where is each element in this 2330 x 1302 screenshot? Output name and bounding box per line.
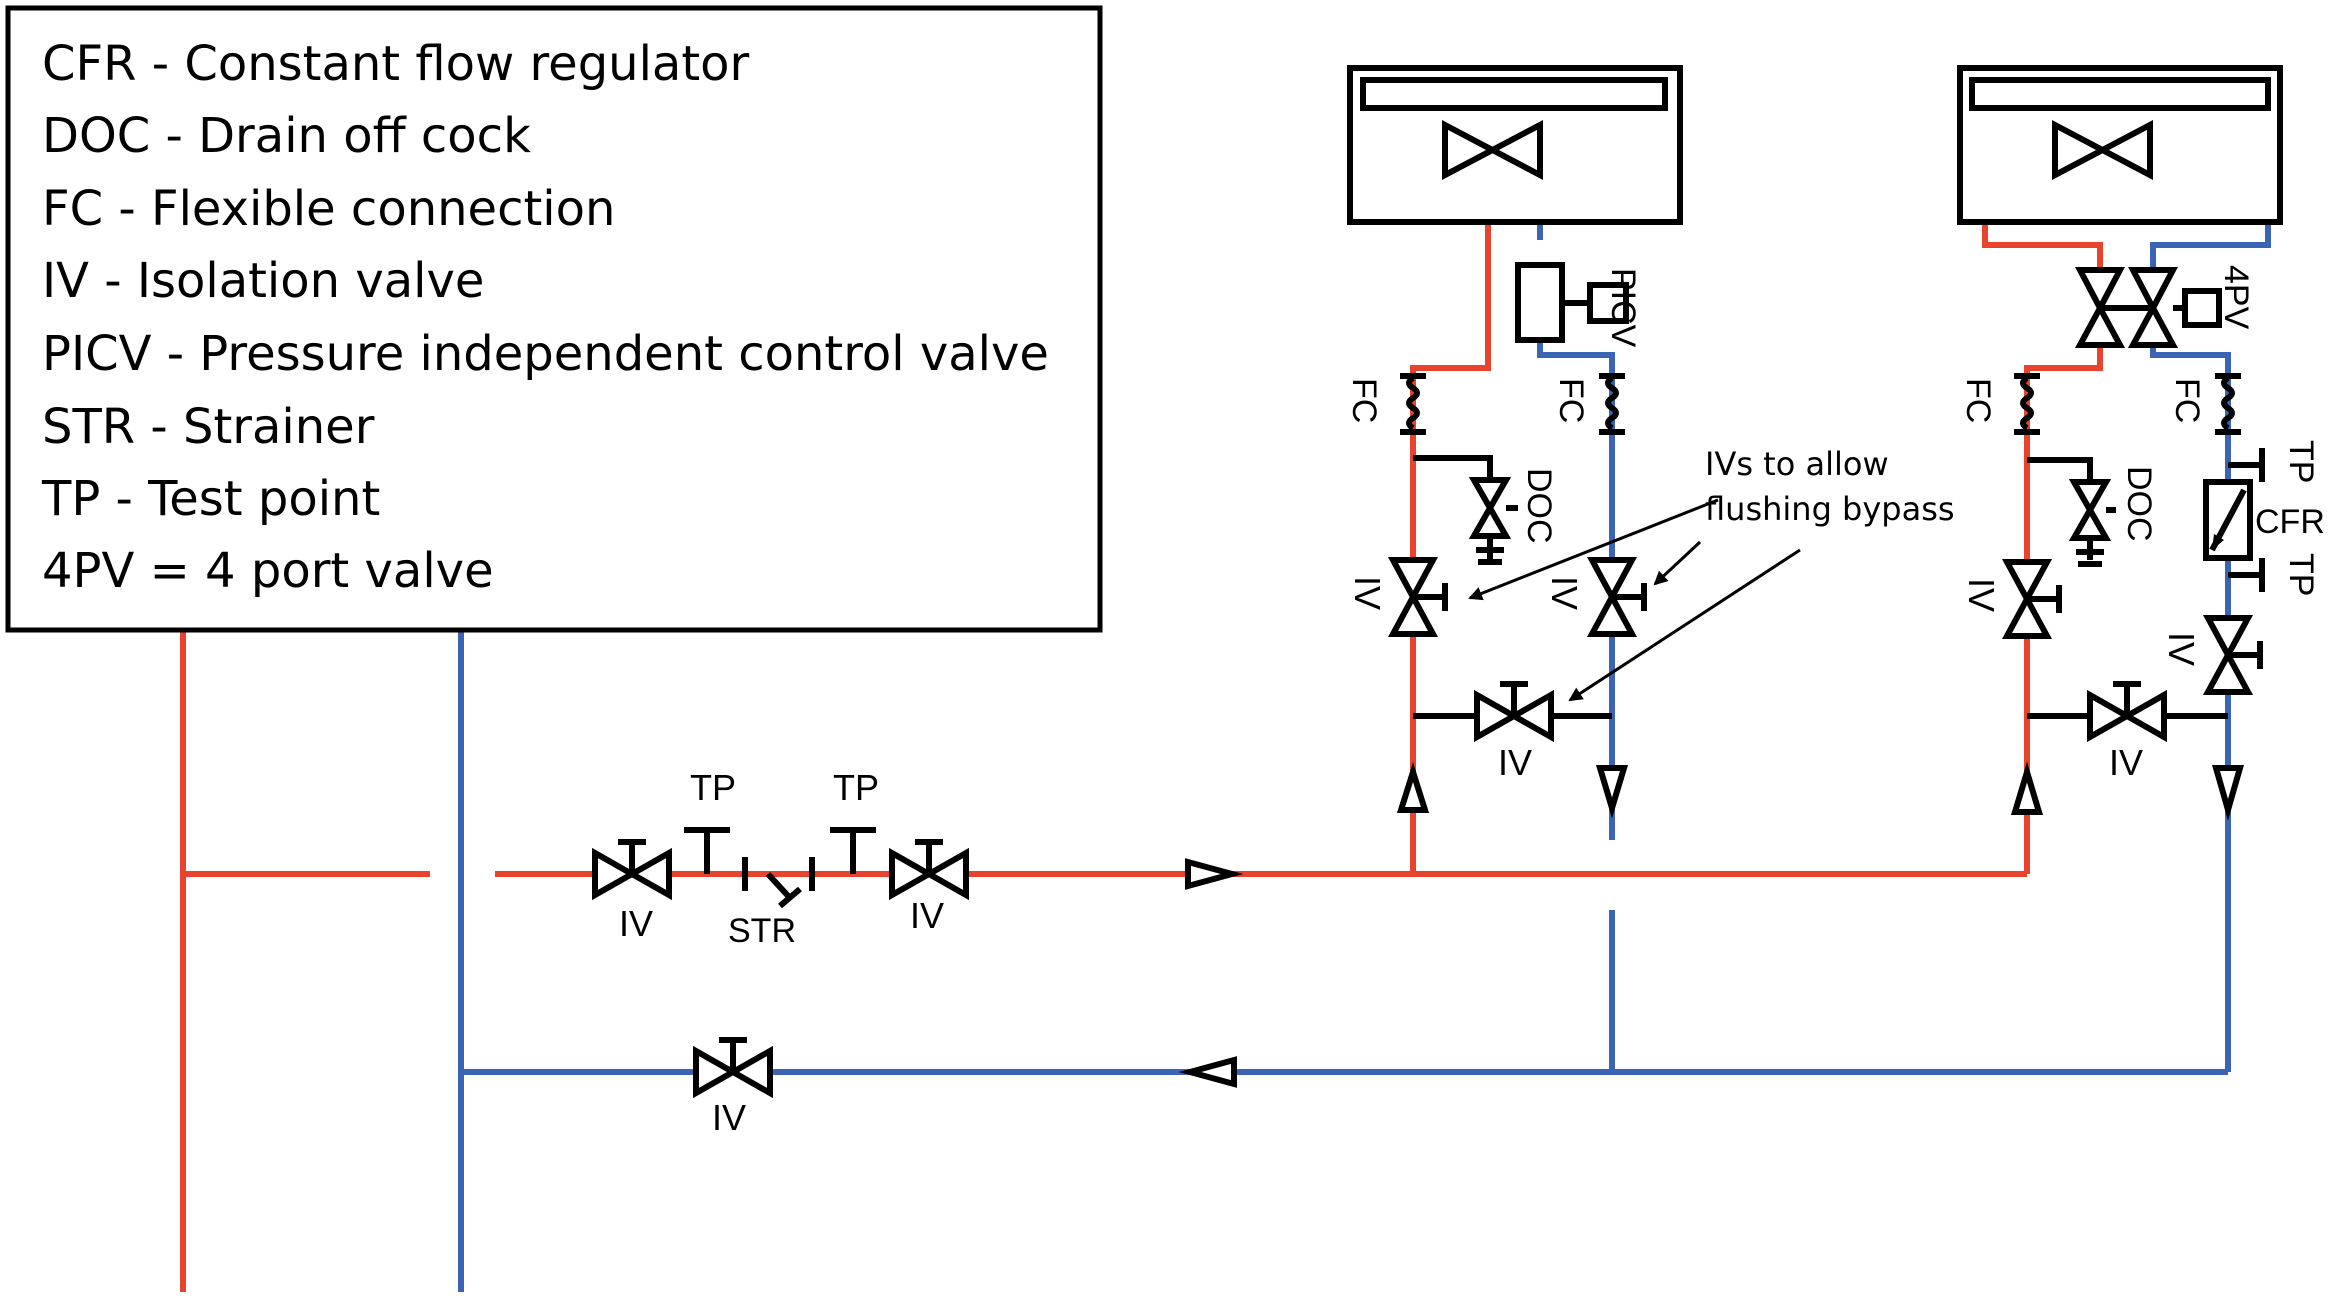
- flow-arrow-up-2: [2010, 761, 2044, 815]
- isolation-valve-1a: [1387, 557, 1448, 637]
- flow-arrow-down-2: [2212, 765, 2244, 821]
- label-tp: TP: [2282, 553, 2320, 596]
- flow-arrow-up-1: [1396, 762, 1430, 813]
- legend-item: STR - Strainer: [42, 399, 375, 455]
- label-tp: TP: [690, 767, 736, 808]
- flexible-connection-1b: [1599, 373, 1625, 435]
- test-point-2: [830, 827, 876, 874]
- label-iv: IV: [619, 903, 653, 944]
- flexible-connection-2b: [2215, 373, 2241, 435]
- bypass-pipe-1: [1413, 681, 1612, 743]
- label-str: STR: [728, 912, 796, 950]
- label-tp: TP: [2282, 440, 2320, 483]
- legend-item: 4PV = 4 port valve: [42, 543, 494, 599]
- label-picv: PICV: [1604, 268, 1642, 348]
- annotation-line: flushing bypass: [1705, 490, 1955, 528]
- return-arrow-main: [1178, 1056, 1237, 1088]
- flexible-connection-2a: [2014, 373, 2040, 435]
- label-iv: IV: [1498, 742, 1532, 783]
- fan-coil-unit-2: [1957, 65, 2283, 225]
- label-tp: TP: [833, 767, 879, 808]
- flow-arrow-down-1: [1595, 765, 1629, 819]
- legend-item: IV - Isolation valve: [42, 253, 484, 309]
- label-4pv: 4PV: [2217, 265, 2255, 330]
- label-doc: DOC: [1520, 468, 1558, 544]
- isolation-valve-flow-2: [889, 839, 969, 901]
- label-iv: IV: [1544, 576, 1585, 610]
- picv-valve: [1515, 262, 1629, 343]
- legend-item: TP - Test point: [41, 471, 380, 527]
- drain-off-cock-2: [2027, 457, 2116, 567]
- bypass-pipe-2: [2027, 681, 2228, 743]
- flexible-connection-1a: [1400, 373, 1426, 435]
- test-point-cfr-lower: [2228, 558, 2265, 592]
- isolation-valve-return: [693, 1037, 773, 1099]
- label-iv: IV: [2161, 632, 2202, 666]
- isolation-valve-2a: [2001, 559, 2062, 639]
- test-point-1: [684, 827, 730, 874]
- label-doc: DOC: [2120, 466, 2158, 542]
- isolation-valve-2b: [2202, 615, 2263, 695]
- flow-arrow-main: [1185, 858, 1244, 890]
- test-point-cfr-upper: [2228, 448, 2265, 482]
- annotation-pointers: [1468, 498, 1801, 702]
- legend-item: CFR - Constant flow regulator: [42, 36, 750, 92]
- annotation-line: IVs to allow: [1705, 445, 1889, 483]
- isolation-valve-flow-1: [592, 839, 672, 901]
- isolation-valve-1b: [1586, 557, 1647, 637]
- legend-item: PICV - Pressure independent control valv…: [42, 326, 1049, 382]
- legend-item: DOC - Drain off cock: [42, 108, 531, 164]
- component-labels: IV TP STR TP IV IV IV PICV FC FC DOC IV …: [619, 265, 2325, 1138]
- four-port-valve: [2074, 267, 2222, 348]
- label-fc: FC: [1552, 378, 1590, 423]
- label-iv: IV: [910, 895, 944, 936]
- label-cfr: CFR: [2255, 503, 2325, 541]
- label-iv: IV: [1961, 578, 2002, 612]
- fan-coil-unit-1: [1347, 65, 1683, 225]
- label-iv: IV: [712, 1097, 746, 1138]
- legend-box: CFR - Constant flow regulator DOC - Drai…: [5, 5, 1103, 633]
- label-iv: IV: [2109, 742, 2143, 783]
- label-fc: FC: [1345, 378, 1383, 423]
- label-fc: FC: [1959, 378, 1997, 423]
- constant-flow-regulator: [2203, 479, 2253, 561]
- drain-off-cock-1: [1413, 455, 1518, 565]
- strainer: [742, 857, 815, 909]
- label-iv: IV: [1347, 576, 1388, 610]
- legend-item: FC - Flexible connection: [42, 181, 615, 237]
- label-fc: FC: [2168, 378, 2206, 423]
